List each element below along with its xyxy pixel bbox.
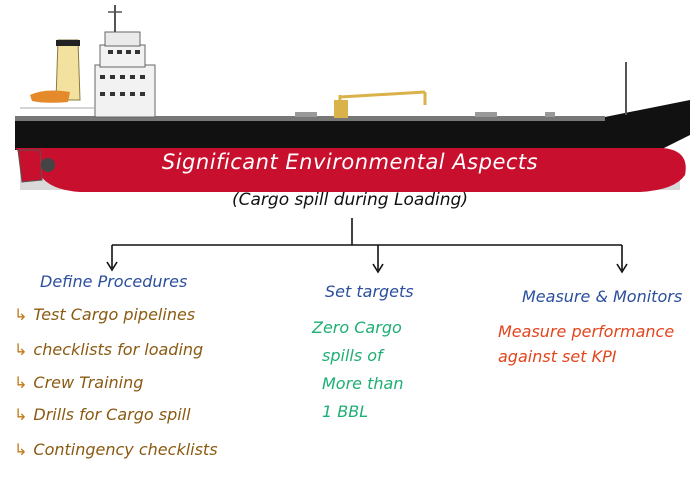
branch-heading-targets: Set targets (325, 282, 414, 301)
measure-line: against set KPI (498, 347, 617, 366)
branch-heading-measure: Measure & Monitors (522, 287, 683, 306)
lifeboat (30, 90, 70, 103)
right-hook-arrow-icon: ↳ (14, 305, 28, 324)
right-hook-arrow-icon: ↳ (14, 340, 28, 359)
superstructure (94, 64, 156, 118)
bridge-windows (100, 50, 145, 96)
right-hook-arrow-icon: ↳ (14, 440, 28, 459)
bridge (104, 31, 141, 47)
target-line: spills of (322, 346, 383, 365)
procedure-item: ↳Drills for Cargo spill (14, 405, 191, 424)
hull-red-band (15, 148, 686, 192)
propeller (41, 158, 55, 172)
hull-black-band (15, 100, 690, 150)
target-line: Zero Cargo (312, 318, 402, 337)
diagram-subtitle: (Cargo spill during Loading) (232, 190, 468, 210)
target-line: 1 BBL (322, 402, 369, 421)
procedure-item: ↳checklists for loading (14, 340, 204, 359)
deck (15, 116, 605, 121)
procedure-item: ↳Crew Training (14, 373, 144, 392)
right-hook-arrow-icon: ↳ (14, 405, 28, 424)
branch-heading-procedures: Define Procedures (40, 272, 188, 291)
diagram-title: Significant Environmental Aspects (161, 150, 539, 174)
procedure-item: ↳Test Cargo pipelines (14, 305, 196, 324)
right-hook-arrow-icon: ↳ (14, 373, 28, 392)
measure-line: Measure performance (498, 322, 675, 341)
target-line: More than (322, 374, 404, 393)
ship-illustration (15, 5, 690, 192)
rudder (17, 149, 43, 183)
procedure-item: ↳Contingency checklists (14, 440, 218, 459)
